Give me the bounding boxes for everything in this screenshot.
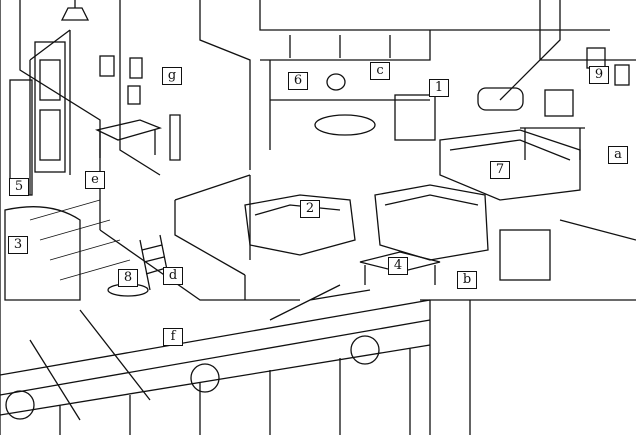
ladder-back-chair	[139, 234, 171, 291]
label-2: 2	[300, 200, 320, 218]
potted-plant	[5, 390, 35, 420]
deck-chairs	[0, 284, 431, 421]
kitchen-table	[314, 114, 376, 136]
balcony-wall	[429, 300, 471, 435]
label-9: 9	[589, 66, 609, 84]
radiator	[477, 87, 524, 111]
label-7: 7	[490, 161, 510, 179]
kettle	[326, 73, 346, 91]
door	[34, 41, 66, 173]
potted-plant	[190, 363, 220, 393]
label-1: 1	[429, 79, 449, 97]
desk	[520, 127, 585, 160]
television	[499, 229, 551, 281]
kitchen-cabinets	[269, 35, 430, 150]
bed	[439, 129, 581, 201]
label-c: c	[370, 62, 390, 80]
sofa	[374, 184, 489, 261]
stove	[394, 94, 436, 141]
label-8: 8	[118, 269, 138, 287]
label-5: 5	[9, 178, 29, 196]
toilet	[169, 114, 181, 161]
label-b: b	[457, 271, 477, 289]
picture-frame	[99, 55, 115, 77]
picture-frame	[586, 47, 606, 69]
coffee-table	[359, 251, 441, 285]
ceiling-lamp	[60, 0, 90, 21]
picture-frame	[127, 85, 141, 105]
balcony-railing	[0, 344, 431, 435]
potted-plant	[350, 335, 380, 365]
label-3: 3	[8, 236, 28, 254]
bathtub	[4, 206, 81, 301]
label-6: 6	[288, 72, 308, 90]
label-d: d	[163, 267, 183, 285]
picture-frame	[614, 64, 630, 86]
label-e: e	[85, 171, 105, 189]
label-g: g	[162, 67, 182, 85]
sofa	[244, 194, 356, 256]
label-f: f	[163, 328, 183, 346]
label-a: a	[608, 146, 628, 164]
picture-frame	[129, 57, 143, 79]
floor-tiles	[29, 199, 131, 281]
computer-monitor	[544, 89, 574, 117]
hall-table	[95, 119, 163, 158]
label-4: 4	[388, 257, 408, 275]
